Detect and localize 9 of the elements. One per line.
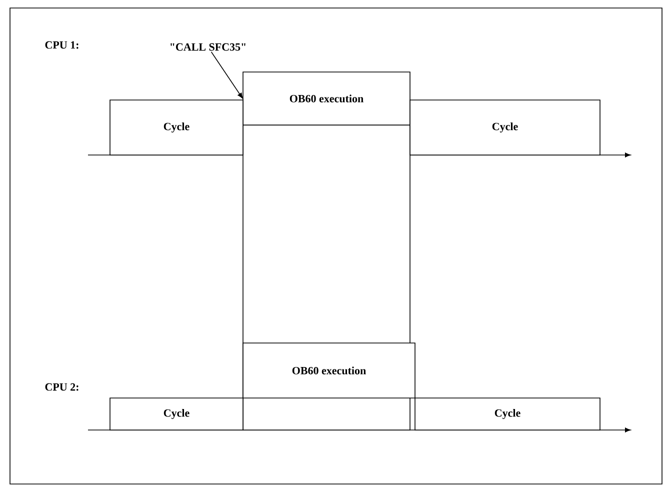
- cycle-box: Cycle: [410, 100, 600, 156]
- cpu-label: CPU 2:: [45, 383, 78, 391]
- cycle-box: Cycle: [110, 100, 244, 156]
- cpu-label: CPU 1:: [45, 41, 78, 49]
- arrow: [210, 52, 243, 99]
- cycle-box: Cycle: [110, 398, 244, 430]
- call-label: "CALL SFC35": [170, 43, 246, 51]
- cycle-box: Cycle: [414, 398, 600, 430]
- execution-box: OB60 execution: [242, 72, 410, 126]
